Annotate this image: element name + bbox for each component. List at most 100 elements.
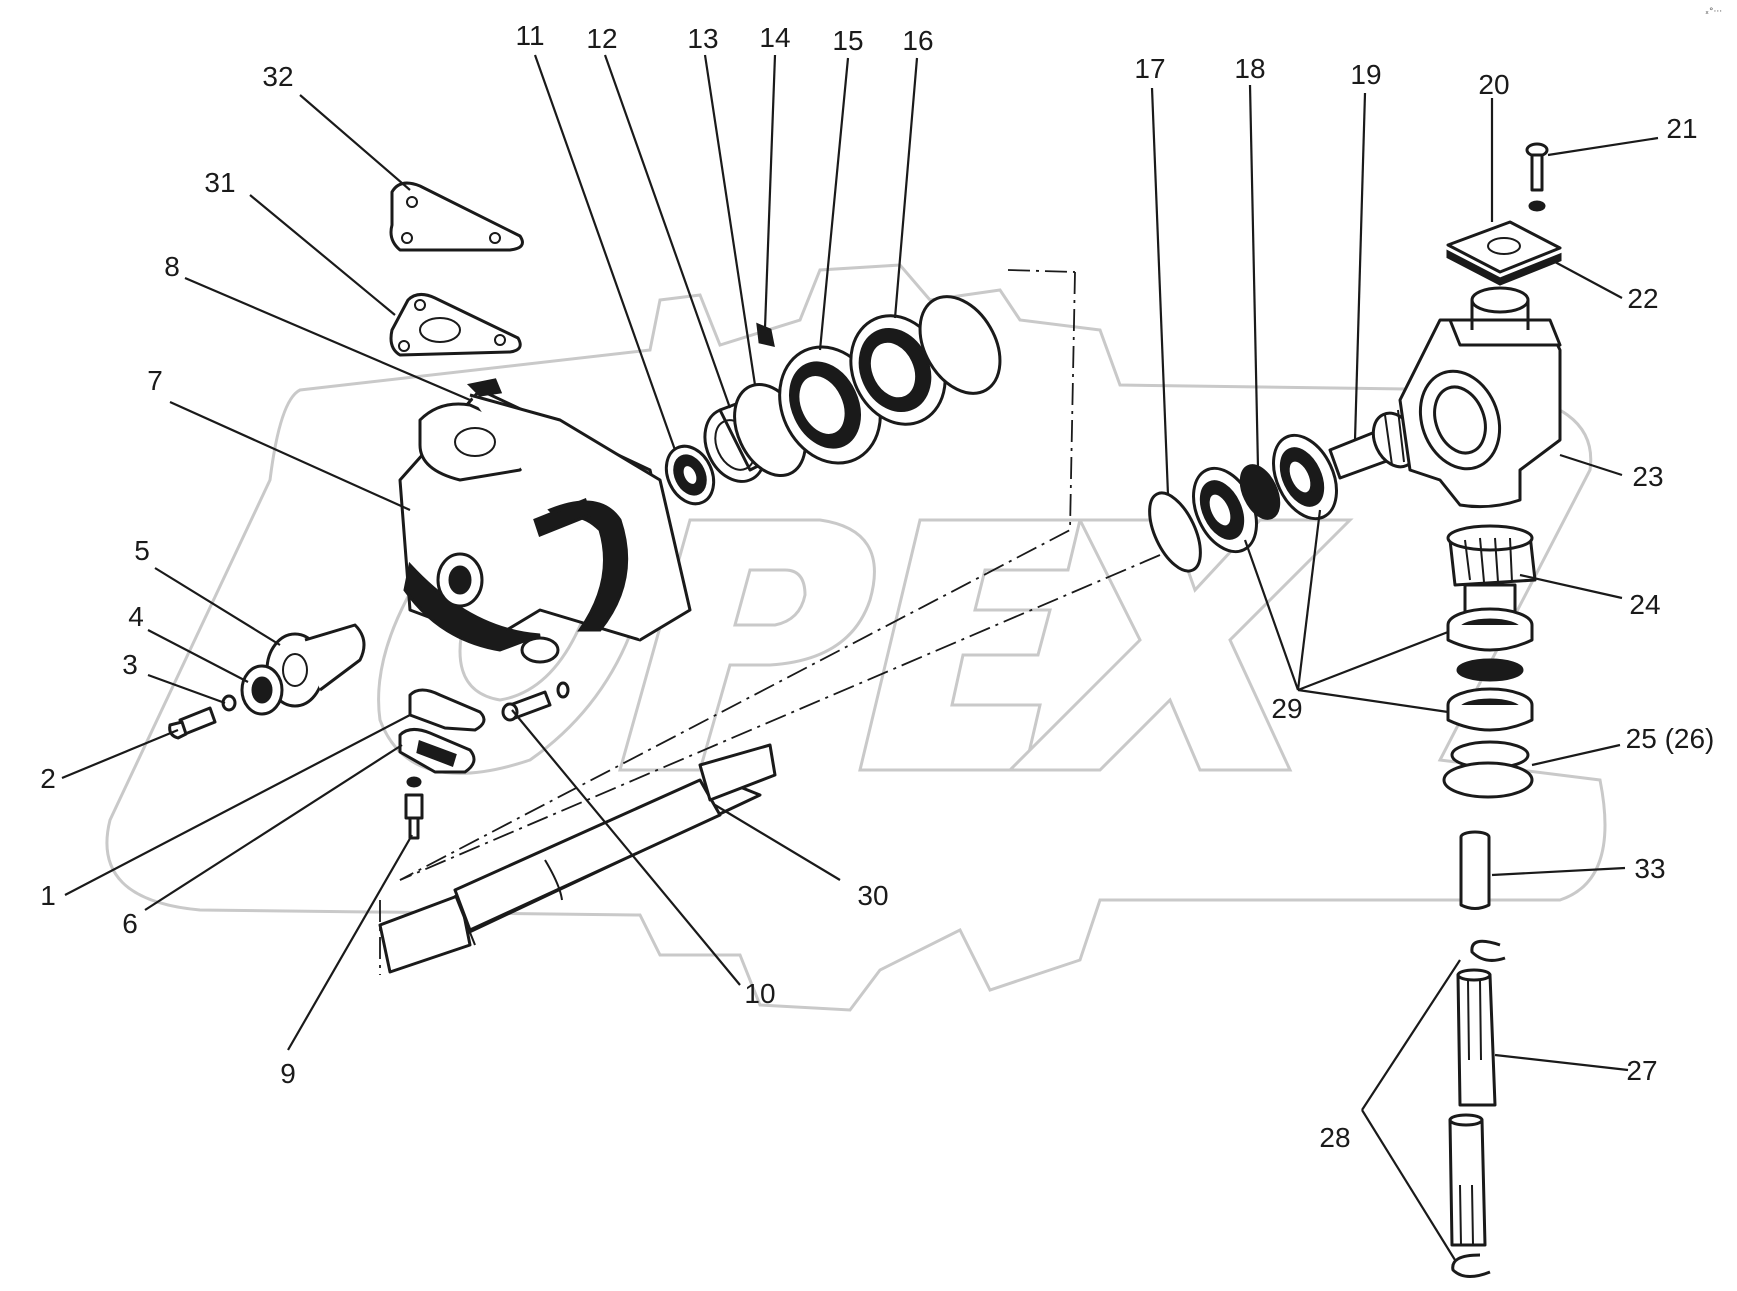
flange-part-6 — [398, 728, 476, 774]
corner-mark: ₓ°··· — [1705, 7, 1722, 17]
leader-line-23 — [1559, 453, 1623, 477]
leader-line-25 — [1531, 743, 1621, 767]
washer-part-4 — [240, 664, 284, 716]
callout-31: 31 — [204, 167, 235, 198]
leader-line-22 — [1554, 261, 1623, 299]
callout-28: 28 — [1319, 1122, 1350, 1153]
shaft-part-27 — [1456, 968, 1497, 1107]
bolt-part-2 — [168, 706, 217, 740]
callout-2: 2 — [40, 763, 56, 794]
housing-part-23 — [1398, 286, 1562, 509]
bearing-part-16 — [849, 314, 947, 426]
leader-line-8 — [184, 276, 471, 402]
leader-line-10 — [511, 709, 741, 986]
axis-line-right-housing — [399, 271, 1076, 881]
circlip-large — [918, 295, 1002, 395]
leader-line-30 — [714, 804, 841, 881]
leader-lines — [61, 54, 1659, 1261]
gasket-31-hole — [398, 340, 410, 352]
bearing-part-29d — [1446, 687, 1534, 732]
sleeve-part-33 — [1459, 830, 1491, 910]
leader-line-21 — [1547, 136, 1659, 157]
callout-22: 22 — [1627, 283, 1658, 314]
callout-32: 32 — [262, 61, 293, 92]
leader-line-27 — [1494, 1053, 1629, 1072]
callout-29: 29 — [1271, 693, 1302, 724]
leader-line-31 — [249, 194, 396, 316]
seal-part-11 — [664, 444, 716, 506]
leader-line-1 — [64, 714, 411, 896]
leader-line-29a — [1243, 539, 1300, 691]
leader-line-13 — [703, 54, 757, 386]
callout-15: 15 — [832, 25, 863, 56]
spacer-part-18 — [1239, 464, 1281, 520]
parts — [168, 142, 1562, 1278]
assembly-axis-lines — [379, 269, 1161, 975]
leader-line-18 — [1248, 84, 1260, 469]
leader-line-24 — [1519, 573, 1623, 600]
leader-line-15 — [818, 57, 850, 351]
leader-line-14 — [763, 54, 777, 329]
axis-line-top — [1007, 269, 1076, 273]
spacer-part-18b — [1456, 658, 1524, 682]
circlip-part-28a — [1470, 939, 1506, 962]
callout-labels: 1 2 3 4 5 6 7 8 9 10 11 12 13 14 15 16 1… — [40, 20, 1714, 1153]
leader-line-5 — [154, 567, 281, 646]
gasket-31-bore — [419, 317, 461, 343]
gasket-31-hole — [414, 299, 426, 311]
leader-line-19 — [1353, 92, 1367, 441]
callout-33: 33 — [1634, 853, 1665, 884]
leader-line-16 — [893, 57, 919, 319]
callout-24: 24 — [1629, 589, 1660, 620]
gasket-part-32 — [389, 181, 524, 252]
circlip-part-17 — [1148, 491, 1202, 573]
callout-20: 20 — [1478, 69, 1509, 100]
callout-13: 13 — [687, 23, 718, 54]
callout-25-26: 25 (26) — [1626, 723, 1715, 754]
callout-12: 12 — [586, 23, 617, 54]
callout-30: 30 — [857, 880, 888, 911]
axis-line-lower — [399, 554, 1161, 881]
leader-line-29b — [1296, 509, 1322, 691]
callout-4: 4 — [128, 601, 144, 632]
callout-14: 14 — [759, 22, 790, 53]
callout-18: 18 — [1234, 53, 1265, 84]
leader-line-7 — [169, 400, 411, 512]
callout-19: 19 — [1350, 59, 1381, 90]
shaft-part-27b — [1448, 1113, 1487, 1247]
gasket-32-hole — [489, 232, 501, 244]
bearing-part-29b — [1272, 433, 1338, 521]
gasket-32-hole — [401, 232, 413, 244]
leader-line-9 — [287, 834, 413, 1051]
circlip-part-26 — [1442, 761, 1534, 799]
key-part-14 — [756, 322, 775, 347]
callout-6: 6 — [122, 908, 138, 939]
leader-line-33 — [1491, 866, 1626, 877]
callout-17: 17 — [1134, 53, 1165, 84]
leader-line-28b — [1361, 1109, 1456, 1261]
circlip-part-28b — [1451, 1253, 1491, 1278]
bearing-part-29c — [1446, 607, 1534, 652]
gasket-31-hole — [494, 334, 506, 346]
flange-part-5 — [265, 623, 366, 708]
callout-21: 21 — [1666, 113, 1697, 144]
callout-1: 1 — [40, 880, 56, 911]
leader-line-12 — [603, 54, 732, 409]
callout-3: 3 — [122, 649, 138, 680]
callout-8: 8 — [164, 251, 180, 282]
callout-5: 5 — [134, 535, 150, 566]
bolt-part-21 — [1525, 142, 1549, 212]
leader-line-3 — [147, 673, 226, 705]
plate-part-22 — [1446, 220, 1562, 286]
bolt-part-10 — [501, 681, 570, 722]
housing-part-7 — [398, 378, 692, 664]
callout-7: 7 — [147, 365, 163, 396]
callout-23: 23 — [1632, 461, 1663, 492]
callout-10: 10 — [744, 978, 775, 1009]
leader-line-32 — [299, 94, 411, 191]
gasket-part-1 — [408, 688, 486, 732]
callout-27: 27 — [1626, 1055, 1657, 1086]
shaft-part-30 — [378, 743, 777, 974]
callout-9: 9 — [280, 1058, 296, 1089]
